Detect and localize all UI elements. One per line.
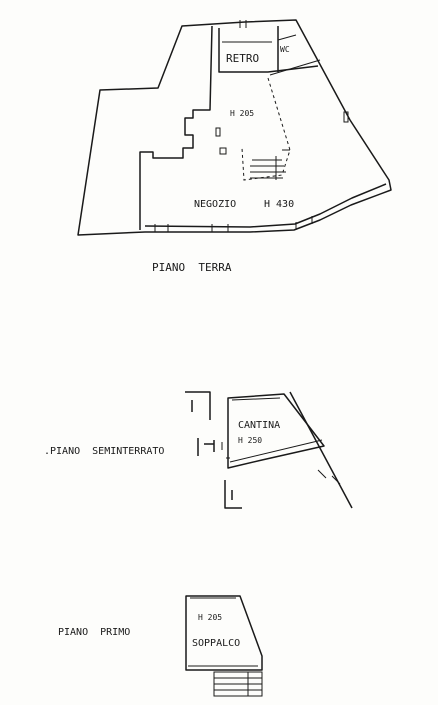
cantina-height-label: H 250 xyxy=(238,436,262,445)
piano-seminterrato-title: .PIANO SEMINTERRATO xyxy=(44,446,164,457)
soppalco-label: SOPPALCO xyxy=(192,638,240,649)
first-floor-plan xyxy=(185,595,263,697)
piano-terra-title: PIANO TERRA xyxy=(152,261,232,274)
mezzanine-outline xyxy=(241,77,291,181)
retro-label: RETRO xyxy=(226,52,259,65)
basement-floor-plan xyxy=(185,391,353,509)
negozio-height-label: H 430 xyxy=(264,199,294,210)
first-height-label: H 205 xyxy=(198,613,222,622)
basement-lower-wall xyxy=(224,480,242,509)
cantina-label: CANTINA xyxy=(238,420,280,431)
ground-floor-plan xyxy=(77,19,392,236)
basement-diagonal-marks xyxy=(317,469,341,485)
inner-pillar xyxy=(215,127,221,137)
ground-inner-wall-left xyxy=(139,25,213,230)
ground-outer-boundary xyxy=(77,19,392,236)
ground-column xyxy=(219,147,227,155)
first-floor-stairs xyxy=(213,671,263,697)
basement-left-wall xyxy=(185,391,215,456)
side-pillar xyxy=(343,111,349,123)
ground-height-label: H 205 xyxy=(230,109,254,118)
top-opening xyxy=(239,20,247,28)
retro-room-walls xyxy=(218,26,319,73)
soppalco-inner-lines xyxy=(188,597,258,667)
ground-front-wall xyxy=(144,183,387,228)
wc-partition xyxy=(222,34,321,76)
negozio-label: NEGOZIO xyxy=(194,199,236,210)
basement-right-diagonal xyxy=(289,391,353,509)
cantina-walls xyxy=(227,393,325,469)
wc-label: WC xyxy=(280,45,290,54)
soppalco-walls xyxy=(185,595,263,671)
cantina-inner-lines xyxy=(229,397,323,463)
piano-primo-title: PIANO PRIMO xyxy=(58,627,130,638)
ground-stairs xyxy=(250,149,290,180)
front-openings xyxy=(154,216,313,232)
basement-small-marks xyxy=(221,442,230,459)
